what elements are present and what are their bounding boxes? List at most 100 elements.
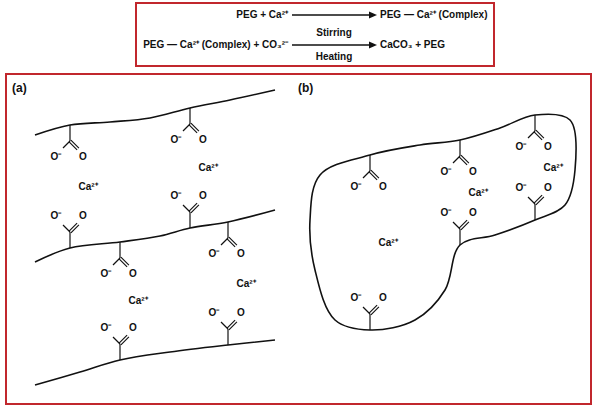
oxygen-anion: O⁻ bbox=[209, 248, 220, 260]
oxygen: O bbox=[79, 151, 87, 163]
oxygen-anion: O⁻ bbox=[171, 134, 182, 146]
oxygen-anion: O⁻ bbox=[516, 182, 527, 194]
reaction-arrow bbox=[292, 44, 370, 45]
oxygen-anion: O⁻ bbox=[516, 141, 527, 153]
reaction-text: PEG + Ca²⁺ bbox=[236, 9, 288, 21]
double-bond bbox=[189, 125, 197, 133]
double-bond bbox=[229, 322, 237, 330]
double-bond bbox=[119, 259, 127, 267]
oxygen: O bbox=[469, 166, 477, 178]
bond-line bbox=[459, 229, 460, 245]
bond-line bbox=[227, 222, 228, 238]
oxygen-anion: O⁻ bbox=[171, 190, 182, 202]
reaction-arrow bbox=[292, 14, 370, 15]
panel-frame: (a) (b) bbox=[5, 73, 592, 405]
bond-line bbox=[369, 155, 370, 171]
oxygen: O bbox=[199, 190, 207, 202]
double-bond bbox=[459, 220, 467, 228]
polymer-coil bbox=[310, 114, 576, 330]
calcium-ion: Ca²⁺ bbox=[198, 162, 217, 174]
reaction-text: CaCO₃ + PEG bbox=[380, 39, 445, 51]
calcium-ion: Ca²⁺ bbox=[78, 181, 97, 193]
double-bond bbox=[536, 130, 544, 138]
polymer-chain bbox=[35, 90, 275, 135]
double-bond bbox=[121, 337, 129, 345]
double-bond bbox=[369, 305, 377, 313]
oxygen: O bbox=[129, 268, 137, 280]
double-bond bbox=[534, 132, 542, 140]
panel-label: (b) bbox=[298, 81, 313, 95]
bond-line bbox=[189, 108, 190, 124]
bond-line bbox=[227, 329, 228, 345]
double-bond bbox=[119, 335, 127, 343]
double-bond bbox=[536, 197, 544, 205]
polymer-chain bbox=[35, 210, 275, 262]
reaction-text: PEG — Ca²⁺ (Complex) + CO₃²⁻ bbox=[143, 39, 288, 51]
double-bond bbox=[371, 170, 379, 178]
double-bond bbox=[227, 239, 235, 247]
double-bond bbox=[227, 320, 235, 328]
oxygen-anion: O⁻ bbox=[101, 268, 112, 280]
oxygen: O bbox=[237, 248, 245, 260]
oxygen-anion: O⁻ bbox=[51, 151, 62, 163]
bond-line bbox=[369, 314, 370, 330]
bond-line bbox=[69, 125, 70, 141]
calcium-ion: Ca²⁺ bbox=[236, 278, 255, 290]
bond-line bbox=[221, 322, 228, 329]
double-bond bbox=[229, 237, 237, 245]
double-bond bbox=[459, 157, 467, 165]
calcium-ion: Ca²⁺ bbox=[543, 162, 562, 174]
panel-label: (a) bbox=[12, 81, 27, 95]
bond-line bbox=[119, 344, 120, 360]
double-bond bbox=[369, 172, 377, 180]
double-bond bbox=[461, 155, 469, 163]
arrow-head bbox=[369, 42, 377, 49]
calcium-ion: Ca²⁺ bbox=[128, 295, 147, 307]
bond-line bbox=[63, 225, 70, 232]
reaction-text: Stirring bbox=[316, 27, 352, 39]
double-bond bbox=[461, 222, 469, 230]
oxygen-anion: O⁻ bbox=[351, 181, 362, 193]
double-bond bbox=[121, 257, 129, 265]
calcium-ion: Ca²⁺ bbox=[378, 237, 397, 249]
arrow-head bbox=[369, 12, 377, 19]
reaction-text: PEG — Ca²⁺ (Complex) bbox=[380, 9, 487, 21]
bond-line bbox=[69, 232, 70, 248]
bond-line bbox=[63, 141, 70, 148]
oxygen: O bbox=[129, 322, 137, 334]
oxygen: O bbox=[544, 141, 552, 153]
reaction-text: Heating bbox=[316, 51, 353, 63]
bond-line bbox=[534, 204, 535, 220]
oxygen: O bbox=[379, 292, 387, 304]
reaction-box: PEG + Ca²⁺ PEG — Ca²⁺ (Complex) PEG — Ca²⁺… bbox=[135, 2, 495, 67]
double-bond bbox=[71, 140, 79, 148]
double-bond bbox=[534, 195, 542, 203]
bond-line bbox=[189, 212, 190, 228]
oxygen-anion: O⁻ bbox=[209, 307, 220, 319]
double-bond bbox=[191, 205, 199, 213]
double-bond bbox=[69, 223, 77, 231]
oxygen: O bbox=[237, 307, 245, 319]
oxygen: O bbox=[379, 181, 387, 193]
oxygen-anion: O⁻ bbox=[441, 166, 452, 178]
double-bond bbox=[189, 203, 197, 211]
oxygen: O bbox=[199, 134, 207, 146]
oxygen: O bbox=[544, 182, 552, 194]
polymer-chain bbox=[35, 340, 275, 385]
oxygen-anion: O⁻ bbox=[101, 322, 112, 334]
double-bond bbox=[71, 225, 79, 233]
oxygen-anion: O⁻ bbox=[51, 210, 62, 222]
oxygen: O bbox=[79, 210, 87, 222]
oxygen-anion: O⁻ bbox=[351, 292, 362, 304]
bond-line bbox=[113, 258, 120, 265]
bond-line bbox=[534, 115, 535, 131]
bond-line bbox=[459, 140, 460, 156]
bond-line bbox=[113, 337, 120, 344]
calcium-ion: Ca²⁺ bbox=[468, 187, 487, 199]
oxygen-anion: O⁻ bbox=[441, 207, 452, 219]
double-bond bbox=[191, 123, 199, 131]
oxygen: O bbox=[469, 207, 477, 219]
